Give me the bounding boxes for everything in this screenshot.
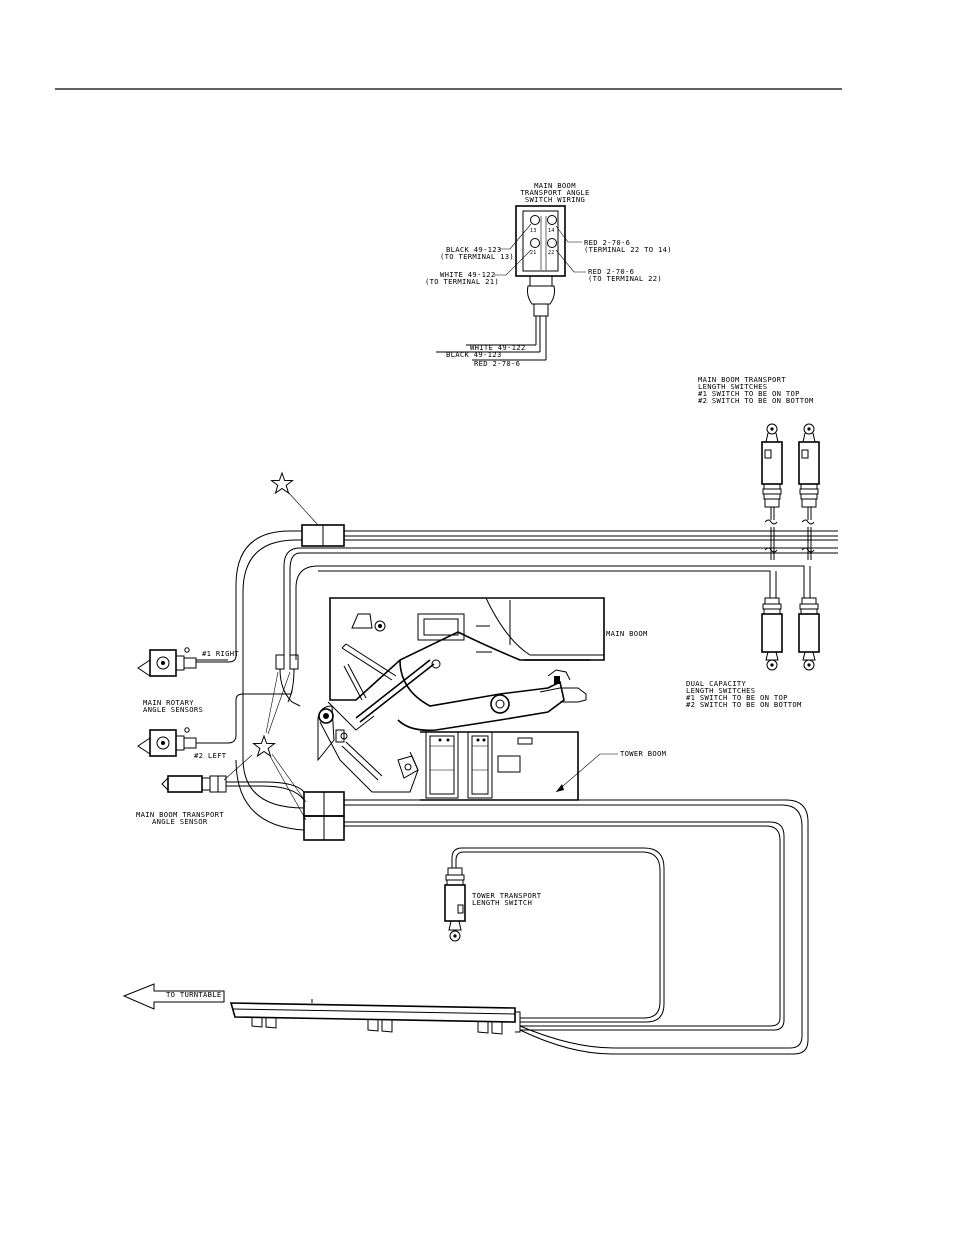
dual-capacity-label-4: #2 SWITCH TO BE ON BOTTOM: [686, 700, 802, 709]
rotary-sensors-label-2: ANGLE SENSORS: [143, 705, 203, 714]
black-terminal-sub: (TO TERMINAL 13): [440, 252, 514, 261]
tower-switch-label-2: LENGTH SWITCH: [472, 898, 532, 907]
lead-black-label: BLACK 49-123: [446, 350, 502, 359]
terminal-13-label: 13: [530, 228, 537, 234]
transport-switch-2: [798, 423, 820, 538]
black-terminal-label: BLACK 49-123: [446, 245, 502, 254]
transport-switches-label-4: #2 SWITCH TO BE ON BOTTOM: [698, 396, 814, 405]
white-terminal-sub: (TO TERMINAL 21): [425, 277, 499, 286]
angle-switch-inner: [522, 210, 559, 272]
white-terminal-label: WHITE 49-122: [440, 270, 496, 279]
main-boom-angle-sensor: [161, 775, 227, 793]
splice-clip-left: [275, 654, 285, 670]
left-sensor-label: #2 LEFT: [194, 751, 227, 760]
dual-capacity-switches: DUAL CAPACITY LENGTH SWITCHES #1 SWITCH …: [686, 597, 820, 709]
dual-capacity-switch-2: [798, 597, 820, 671]
to-turntable-arrow: [122, 983, 225, 1010]
lead-red-label: RED 2-70-6: [474, 359, 520, 368]
terminal-22: [547, 238, 557, 248]
angle-switch-body: [515, 205, 566, 277]
lower-harness: [344, 799, 809, 1055]
upper-harness: [196, 471, 838, 707]
star-icon: [270, 471, 294, 495]
transport-length-switches: MAIN BOOM TRANSPORT LENGTH SWITCHES #1 S…: [698, 375, 820, 538]
transport-switches-label-1: MAIN BOOM TRANSPORT: [698, 375, 786, 384]
lower-connectors: [223, 671, 345, 841]
tower-boom-label: TOWER BOOM: [620, 749, 667, 758]
tower-transport-length-switch: [444, 867, 466, 942]
tower-boom-body: [420, 731, 579, 801]
angle-sensor-label-2: ANGLE SENSOR: [152, 817, 208, 826]
rotary-sensor-right: [137, 647, 197, 677]
terminal-21: [530, 238, 540, 248]
terminal-13: [530, 215, 540, 225]
switch-wiring-title-2: TRANSPORT ANGLE: [520, 188, 589, 197]
main-boom-housing: [329, 597, 605, 701]
lead-white-label: WHITE 49-122: [470, 343, 526, 352]
dual-capacity-switch-1: [761, 597, 783, 671]
switch-wiring-title-3: SWITCH WIRING: [525, 195, 585, 204]
to-turntable-label: TO TURNTABLE: [166, 990, 222, 999]
red-terminal-bottom-sub: (TO TERMINAL 22): [588, 274, 662, 283]
splice-clip-right: [289, 654, 299, 670]
main-boom-label: MAIN BOOM: [606, 629, 648, 638]
terminal-22-label: 22: [548, 250, 555, 256]
switch-wiring-title-1: MAIN BOOM: [534, 181, 576, 190]
boom-assembly: MAIN BOOM TOWER BOOM: [317, 597, 667, 801]
dual-capacity-label-1: DUAL CAPACITY: [686, 679, 747, 688]
terminal-21-label: 21: [530, 250, 537, 256]
rotary-angle-sensors: #1 RIGHT MAIN ROTARY ANGLE SENSORS #2 LE…: [136, 647, 305, 826]
angle-sensor-label-1: MAIN BOOM TRANSPORT: [136, 810, 224, 819]
transport-switches-label-3: #1 SWITCH TO BE ON TOP: [698, 389, 800, 398]
red-terminal-top-sub: (TERMINAL 22 TO 14): [584, 245, 672, 254]
transport-switch-1: [761, 423, 783, 538]
star-icon-lower: [252, 734, 276, 758]
red-terminal-bottom-label: RED 2-70-6: [588, 267, 634, 276]
switch-wiring-detail: MAIN BOOM TRANSPORT ANGLE SWITCH WIRING …: [425, 181, 672, 368]
dual-capacity-label-2: LENGTH SWITCHES: [686, 686, 755, 695]
red-terminal-top-label: RED 2-70-6: [584, 238, 630, 247]
tower-switch-label-1: TOWER TRANSPORT: [472, 891, 542, 900]
turntable-rail: [229, 999, 521, 1035]
dual-capacity-label-3: #1 SWITCH TO BE ON TOP: [686, 693, 788, 702]
transport-switches-label-2: LENGTH SWITCHES: [698, 382, 767, 391]
right-sensor-label: #1 RIGHT: [202, 649, 239, 658]
terminal-14: [547, 215, 557, 225]
rotary-sensor-left: [137, 727, 197, 757]
rotary-sensors-label-1: MAIN ROTARY: [143, 698, 194, 707]
terminal-14-label: 14: [548, 228, 555, 234]
